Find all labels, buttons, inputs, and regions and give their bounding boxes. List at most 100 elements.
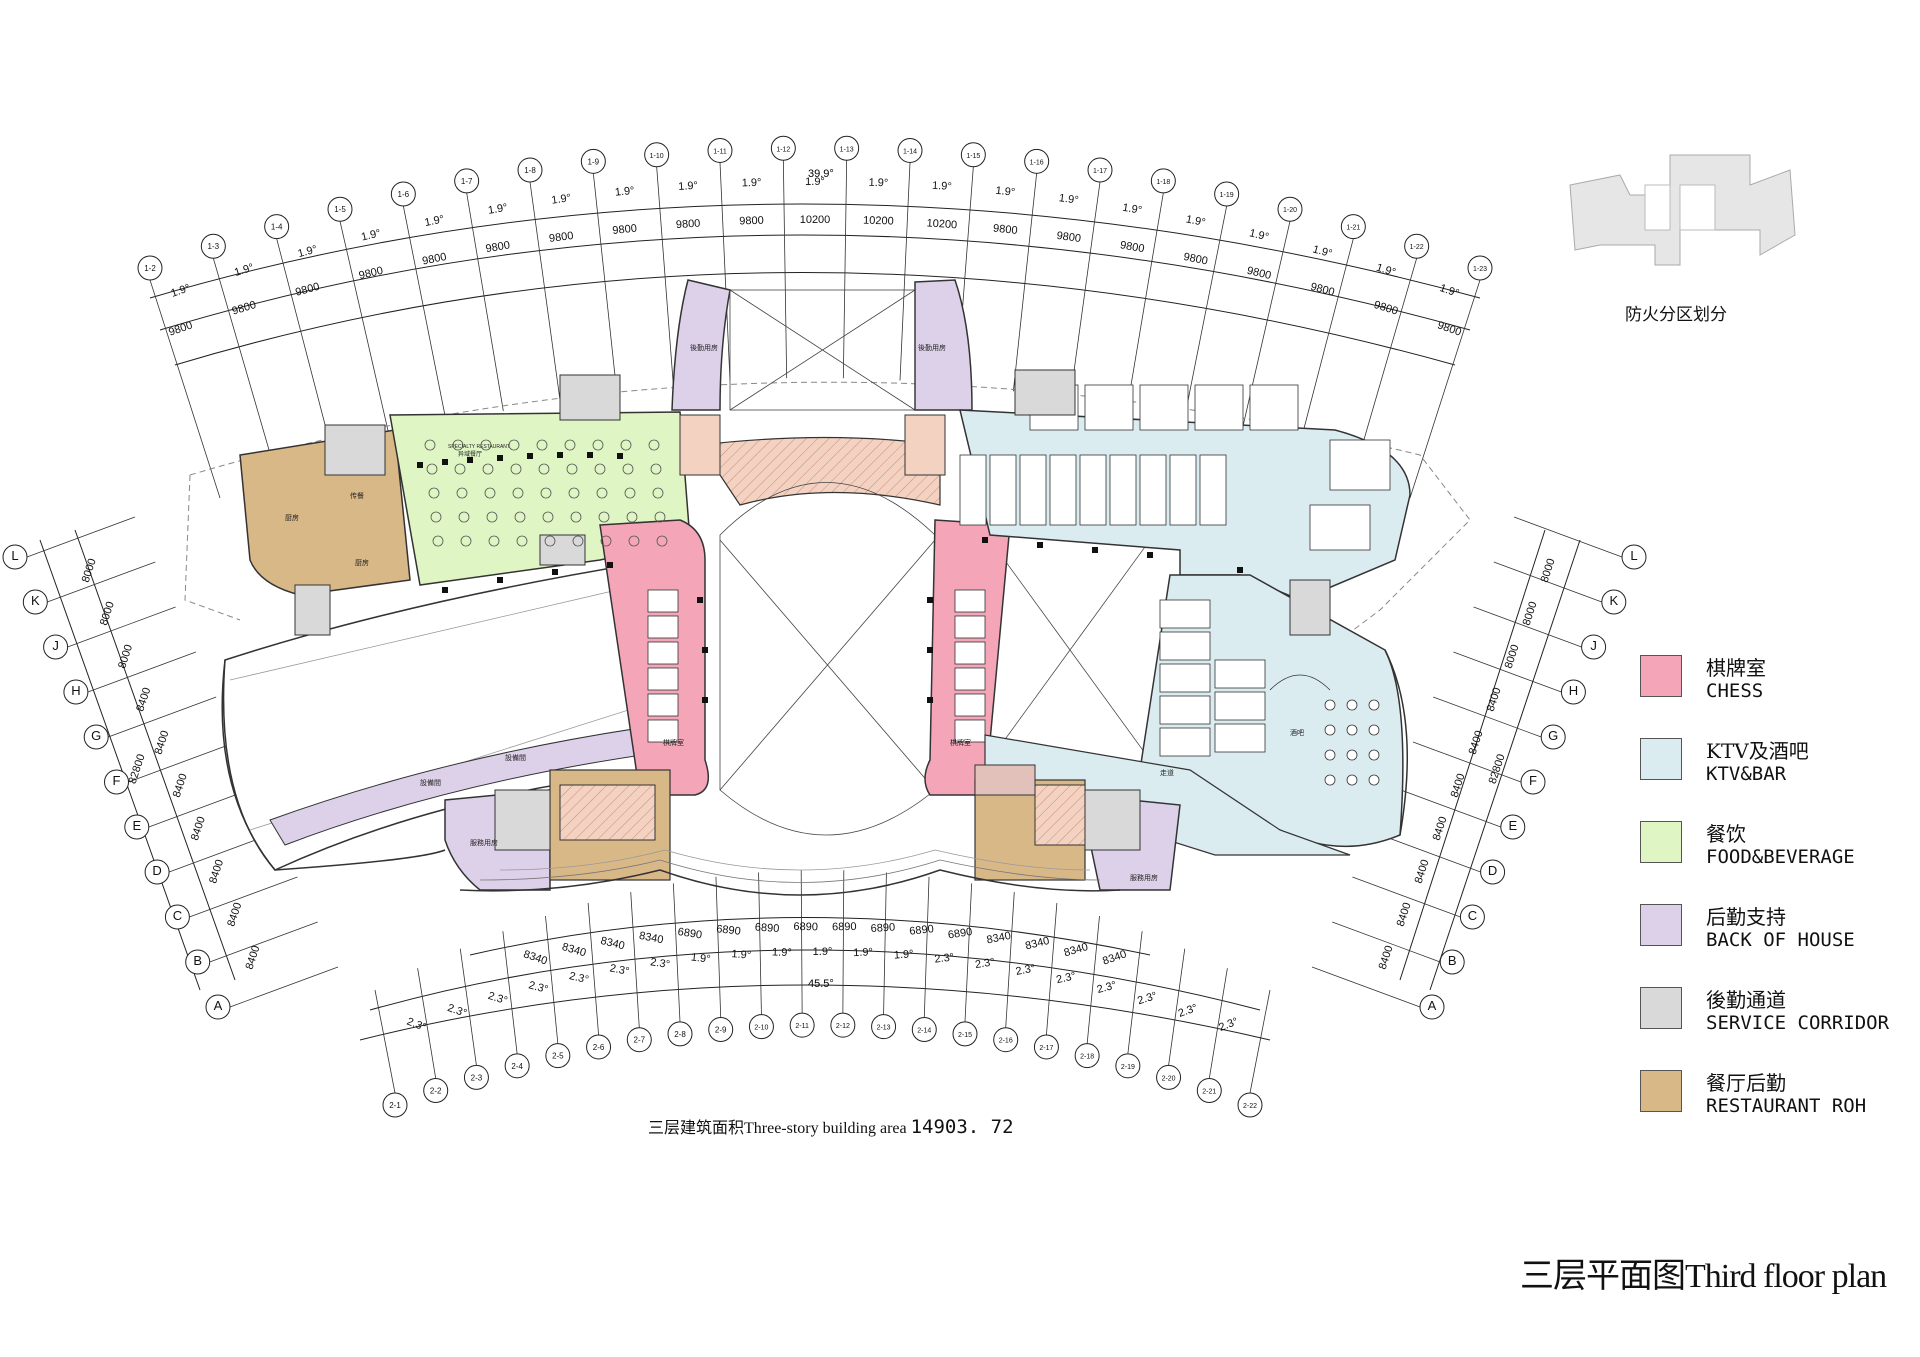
angle-label-bottom: 1.9°	[772, 946, 792, 959]
spacing-label-bottom: 6890	[677, 926, 703, 942]
angle-label-bottom: 2.3°	[609, 962, 631, 977]
side-spacing-left: 8400	[207, 858, 226, 885]
lift-lobby-right	[904, 414, 946, 476]
spacing-label-top: 10200	[926, 217, 957, 231]
room-label-chess: 棋牌室	[950, 738, 971, 747]
spacing-label-top: 9800	[612, 223, 638, 237]
building-area-caption: 三层建筑面积Three-story building area	[648, 1120, 907, 1137]
column	[552, 569, 558, 575]
right-axis-bubble-K: K	[1601, 589, 1627, 615]
ktv-room	[1329, 439, 1391, 491]
ktv-room	[1139, 454, 1167, 526]
svg-text:J: J	[52, 638, 59, 653]
legend-label-cn: 棋牌室	[1706, 656, 1766, 680]
axis-bubble-1-15: 1-15	[960, 142, 986, 168]
angle-label-bottom: 2.3°	[405, 1016, 428, 1034]
stair-core	[324, 424, 386, 476]
angle-label-bottom: 1.9°	[690, 951, 711, 965]
angle-label-top: 1.9°	[169, 282, 192, 300]
svg-text:2-13: 2-13	[877, 1025, 891, 1032]
left-axis-bubble-A: A	[205, 994, 231, 1020]
top-bridge	[698, 436, 941, 506]
side-spacing-left: 8000	[98, 600, 117, 627]
dining-table	[628, 535, 640, 547]
side-spacing-right: 8000	[1521, 600, 1540, 627]
bottom-left-hatch	[559, 784, 656, 841]
ktv-rooms	[959, 384, 1391, 786]
column	[587, 452, 593, 458]
angle-label-bottom: 2.3°	[568, 970, 590, 986]
svg-text:F: F	[1529, 773, 1537, 788]
axis-bubble-1-17: 1-17	[1087, 157, 1113, 183]
stair-core	[1289, 579, 1331, 636]
dining-table	[484, 487, 496, 499]
spacing-label-top: 9800	[485, 239, 511, 255]
bar-table	[1346, 724, 1358, 736]
dining-table	[572, 535, 584, 547]
svg-text:2-19: 2-19	[1121, 1064, 1135, 1071]
svg-text:2-10: 2-10	[754, 1025, 768, 1032]
dining-table	[428, 487, 440, 499]
angle-label-top: 1.9°	[932, 180, 952, 193]
room-labels: 厨房 厨房 传餐 SPECIALTY RESTAURANT 异域餐厅 棋牌室 棋…	[285, 343, 1304, 882]
angle-label-bottom: 1.9°	[731, 948, 752, 961]
chess-rooms-right	[954, 589, 986, 743]
legend-label-en: FOOD&BEVERAGE	[1706, 846, 1855, 868]
dining-table	[452, 439, 464, 451]
svg-text:B: B	[1448, 953, 1457, 968]
left-axis-bubble-E: E	[124, 814, 150, 840]
spacing-label-bottom: 8340	[522, 948, 549, 967]
dining-table	[650, 463, 662, 475]
svg-text:1-6: 1-6	[398, 190, 410, 199]
svg-text:2-5: 2-5	[552, 1052, 564, 1061]
angle-label-bottom: 2.3°	[649, 956, 670, 971]
top-dimension-arcs	[149, 203, 1481, 366]
spacing-label-top: 9800	[676, 218, 701, 232]
angle-label-top: 1.9°	[1248, 227, 1270, 243]
angle-label-bottom: 2.3°	[1217, 1016, 1240, 1034]
svg-text:E: E	[132, 818, 141, 833]
svg-text:G: G	[1548, 728, 1558, 743]
svg-text:F: F	[113, 773, 121, 788]
svg-text:1-10: 1-10	[650, 153, 664, 160]
angle-label-bottom: 2.3°	[934, 951, 955, 965]
bar-table	[1324, 774, 1336, 786]
ktv-room	[1049, 454, 1077, 526]
legend-label-cn: 後勤通道	[1706, 988, 1786, 1012]
dining-table	[570, 511, 582, 523]
side-spacing-right: 8400	[1467, 729, 1486, 756]
dining-table	[536, 439, 548, 451]
spacing-label-bottom: 6890	[909, 923, 935, 938]
angle-label-bottom: 2.3°	[974, 956, 995, 971]
angle-label-top: 1.9°	[1185, 213, 1207, 229]
bar-table	[1368, 724, 1380, 736]
spacing-label-top: 9800	[231, 299, 258, 318]
fire-zoning-label: 防火分区划分	[1625, 305, 1727, 325]
svg-text:2-8: 2-8	[674, 1030, 686, 1039]
legend-swatch	[1640, 738, 1682, 780]
dining-table	[454, 463, 466, 475]
svg-text:1-12: 1-12	[776, 146, 790, 153]
column	[497, 455, 503, 461]
svg-text:1-2: 1-2	[144, 264, 156, 273]
svg-text:G: G	[91, 728, 101, 743]
svg-text:L: L	[11, 548, 18, 563]
axis-bubble-2-8: 2-8	[667, 1021, 693, 1047]
dining-table	[512, 487, 524, 499]
axis-bubble-1-6: 1-6	[390, 181, 416, 207]
dining-table	[592, 439, 604, 451]
room-label-back-of-house: 服務用房	[470, 838, 498, 847]
angle-label-top: 1.9°	[551, 192, 572, 207]
left-axis-bubble-K: K	[22, 589, 48, 615]
dining-table	[456, 487, 468, 499]
bar-counter	[1269, 674, 1331, 691]
stair-core	[539, 534, 586, 566]
bar-table	[1368, 749, 1380, 761]
side-spacing-left: 8400	[171, 772, 190, 799]
column	[417, 462, 423, 468]
bar-table	[1346, 749, 1358, 761]
right-axis-bubble-E: E	[1500, 814, 1526, 840]
